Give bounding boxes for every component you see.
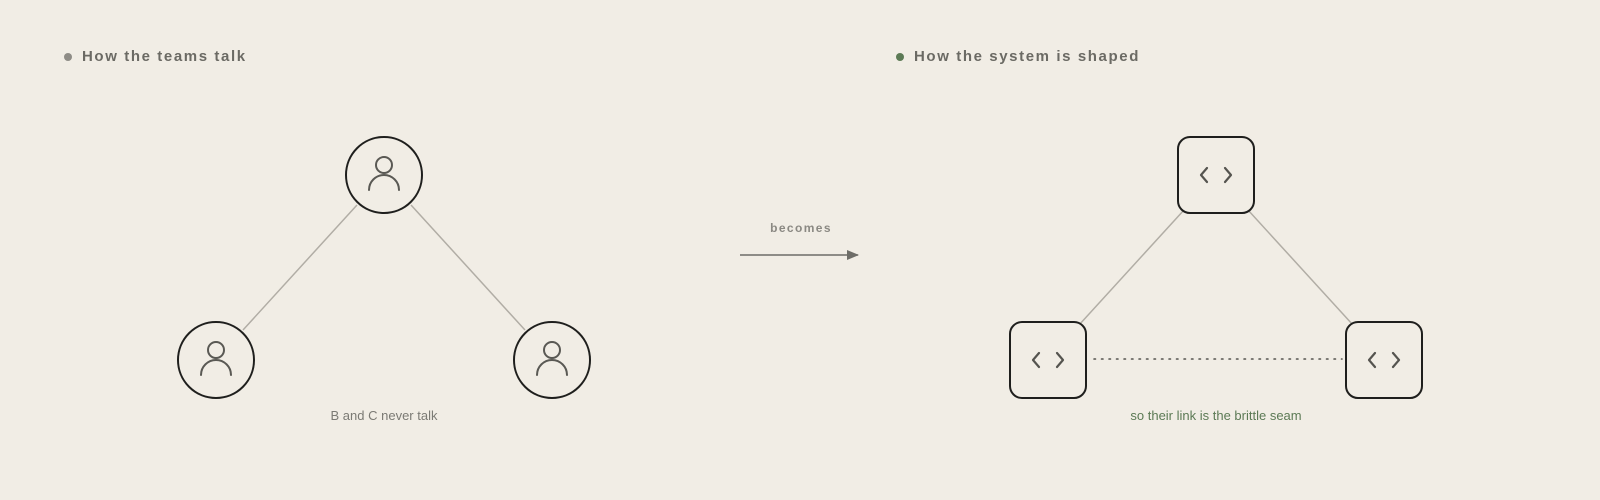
service-node-b — [1009, 321, 1087, 399]
edge-a-b — [1078, 209, 1185, 326]
right-panel-title-text: How the system is shaped — [914, 48, 1140, 65]
transition-label: becomes — [770, 221, 832, 235]
person-icon — [368, 156, 400, 191]
team-node-b — [177, 321, 255, 399]
right-panel-caption: so their link is the brittle seam — [1130, 408, 1302, 423]
service-node-c — [1345, 321, 1423, 399]
code-icon — [1031, 351, 1065, 369]
edge-a-b — [242, 204, 358, 331]
edge-a-c — [410, 204, 526, 331]
right-panel-title: How the system is shaped — [896, 48, 1140, 65]
person-icon — [536, 341, 568, 376]
team-node-c — [513, 321, 591, 399]
bullet-dot — [64, 52, 72, 61]
code-icon — [1199, 166, 1233, 184]
left-panel-title-text: How the teams talk — [82, 48, 247, 65]
edge-a-c — [1247, 209, 1354, 326]
code-icon — [1367, 351, 1401, 369]
bullet-dot — [896, 52, 904, 61]
left-panel-title: How the teams talk — [64, 48, 247, 65]
person-icon — [200, 341, 232, 376]
team-node-a — [345, 136, 423, 214]
service-node-a — [1177, 136, 1255, 214]
left-panel-caption: B and C never talk — [330, 408, 438, 423]
